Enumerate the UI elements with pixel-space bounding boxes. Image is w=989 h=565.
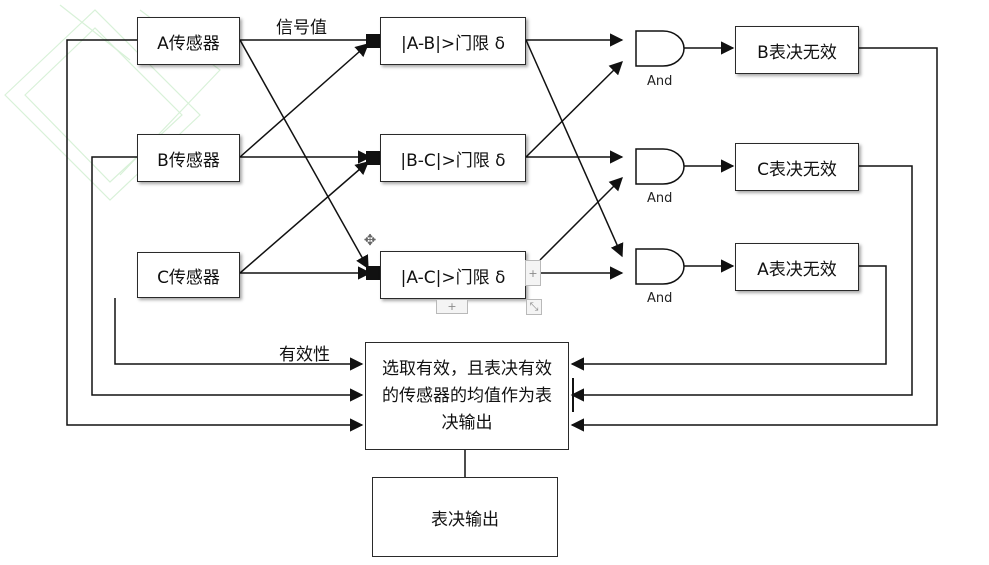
wire-ab-to-g3 xyxy=(525,39,624,258)
and-gate-3 xyxy=(635,248,685,285)
wire-ac-to-g2 xyxy=(539,177,623,261)
wire-b-to-ab xyxy=(239,43,370,158)
vote-output-label: 表决输出 xyxy=(431,509,499,530)
wire-a-invalid-back xyxy=(570,265,887,371)
and-gate-2-label: And xyxy=(647,191,673,206)
sensor-a-label: A传感器 xyxy=(157,33,220,54)
c-invalid-label: C表决无效 xyxy=(757,159,837,180)
vote-output-box[interactable]: 表决输出 xyxy=(372,477,558,557)
wire-a-to-ac xyxy=(239,39,369,270)
comparator-bc-box[interactable]: |B-C|>门限 δ xyxy=(380,134,526,182)
sensor-b-box[interactable]: B传感器 xyxy=(137,134,240,182)
sensor-c-box[interactable]: C传感器 xyxy=(137,252,240,298)
wire-c-to-bc xyxy=(239,161,370,274)
signal-value-label: 信号值 xyxy=(276,18,327,38)
comparator-ac-label: |A-C|>门限 δ xyxy=(400,267,506,288)
sensor-b-label: B传感器 xyxy=(157,150,220,171)
and-gate-3-label: And xyxy=(647,291,673,306)
selector-box[interactable]: 选取有效，且表决有效的传感器的均值作为表决输出 xyxy=(365,342,569,450)
add-below-handle[interactable]: + xyxy=(436,299,468,314)
wire-b-validity xyxy=(91,156,364,402)
comparator-ac-box[interactable]: |A-C|>门限 δ xyxy=(380,251,526,299)
a-invalid-box[interactable]: A表决无效 xyxy=(735,243,859,291)
wire-b-invalid-back xyxy=(570,47,938,432)
move-handle-icon[interactable]: ✥ xyxy=(363,231,377,249)
and-gate-1-label: And xyxy=(647,74,673,89)
comparator-ab-label: |A-B|>门限 δ xyxy=(401,33,505,54)
wire-c-invalid-back xyxy=(570,165,913,402)
a-invalid-label: A表决无效 xyxy=(757,259,837,280)
validity-label: 有效性 xyxy=(279,345,330,365)
wire-a-validity xyxy=(66,39,364,432)
port-ac-in xyxy=(366,266,380,280)
port-bc-in xyxy=(366,151,380,165)
wire-c-validity xyxy=(114,298,364,371)
c-invalid-box[interactable]: C表决无效 xyxy=(735,143,859,191)
comparator-bc-label: |B-C|>门限 δ xyxy=(400,150,506,171)
comparator-ab-box[interactable]: |A-B|>门限 δ xyxy=(380,17,526,65)
selector-text: 选取有效，且表决有效的传感器的均值作为表决输出 xyxy=(382,358,552,433)
and-gate-2 xyxy=(635,148,685,185)
b-invalid-box[interactable]: B表决无效 xyxy=(735,26,859,74)
resize-handle-icon[interactable]: ⤡ xyxy=(526,299,542,315)
sensor-c-label: C传感器 xyxy=(157,267,220,288)
wire-bc-to-g1 xyxy=(525,61,623,158)
and-gate-1 xyxy=(635,30,685,67)
add-right-handle[interactable]: + xyxy=(525,260,541,286)
b-invalid-label: B表决无效 xyxy=(757,42,837,63)
sensor-a-box[interactable]: A传感器 xyxy=(137,17,240,65)
port-ab-in xyxy=(366,34,380,48)
